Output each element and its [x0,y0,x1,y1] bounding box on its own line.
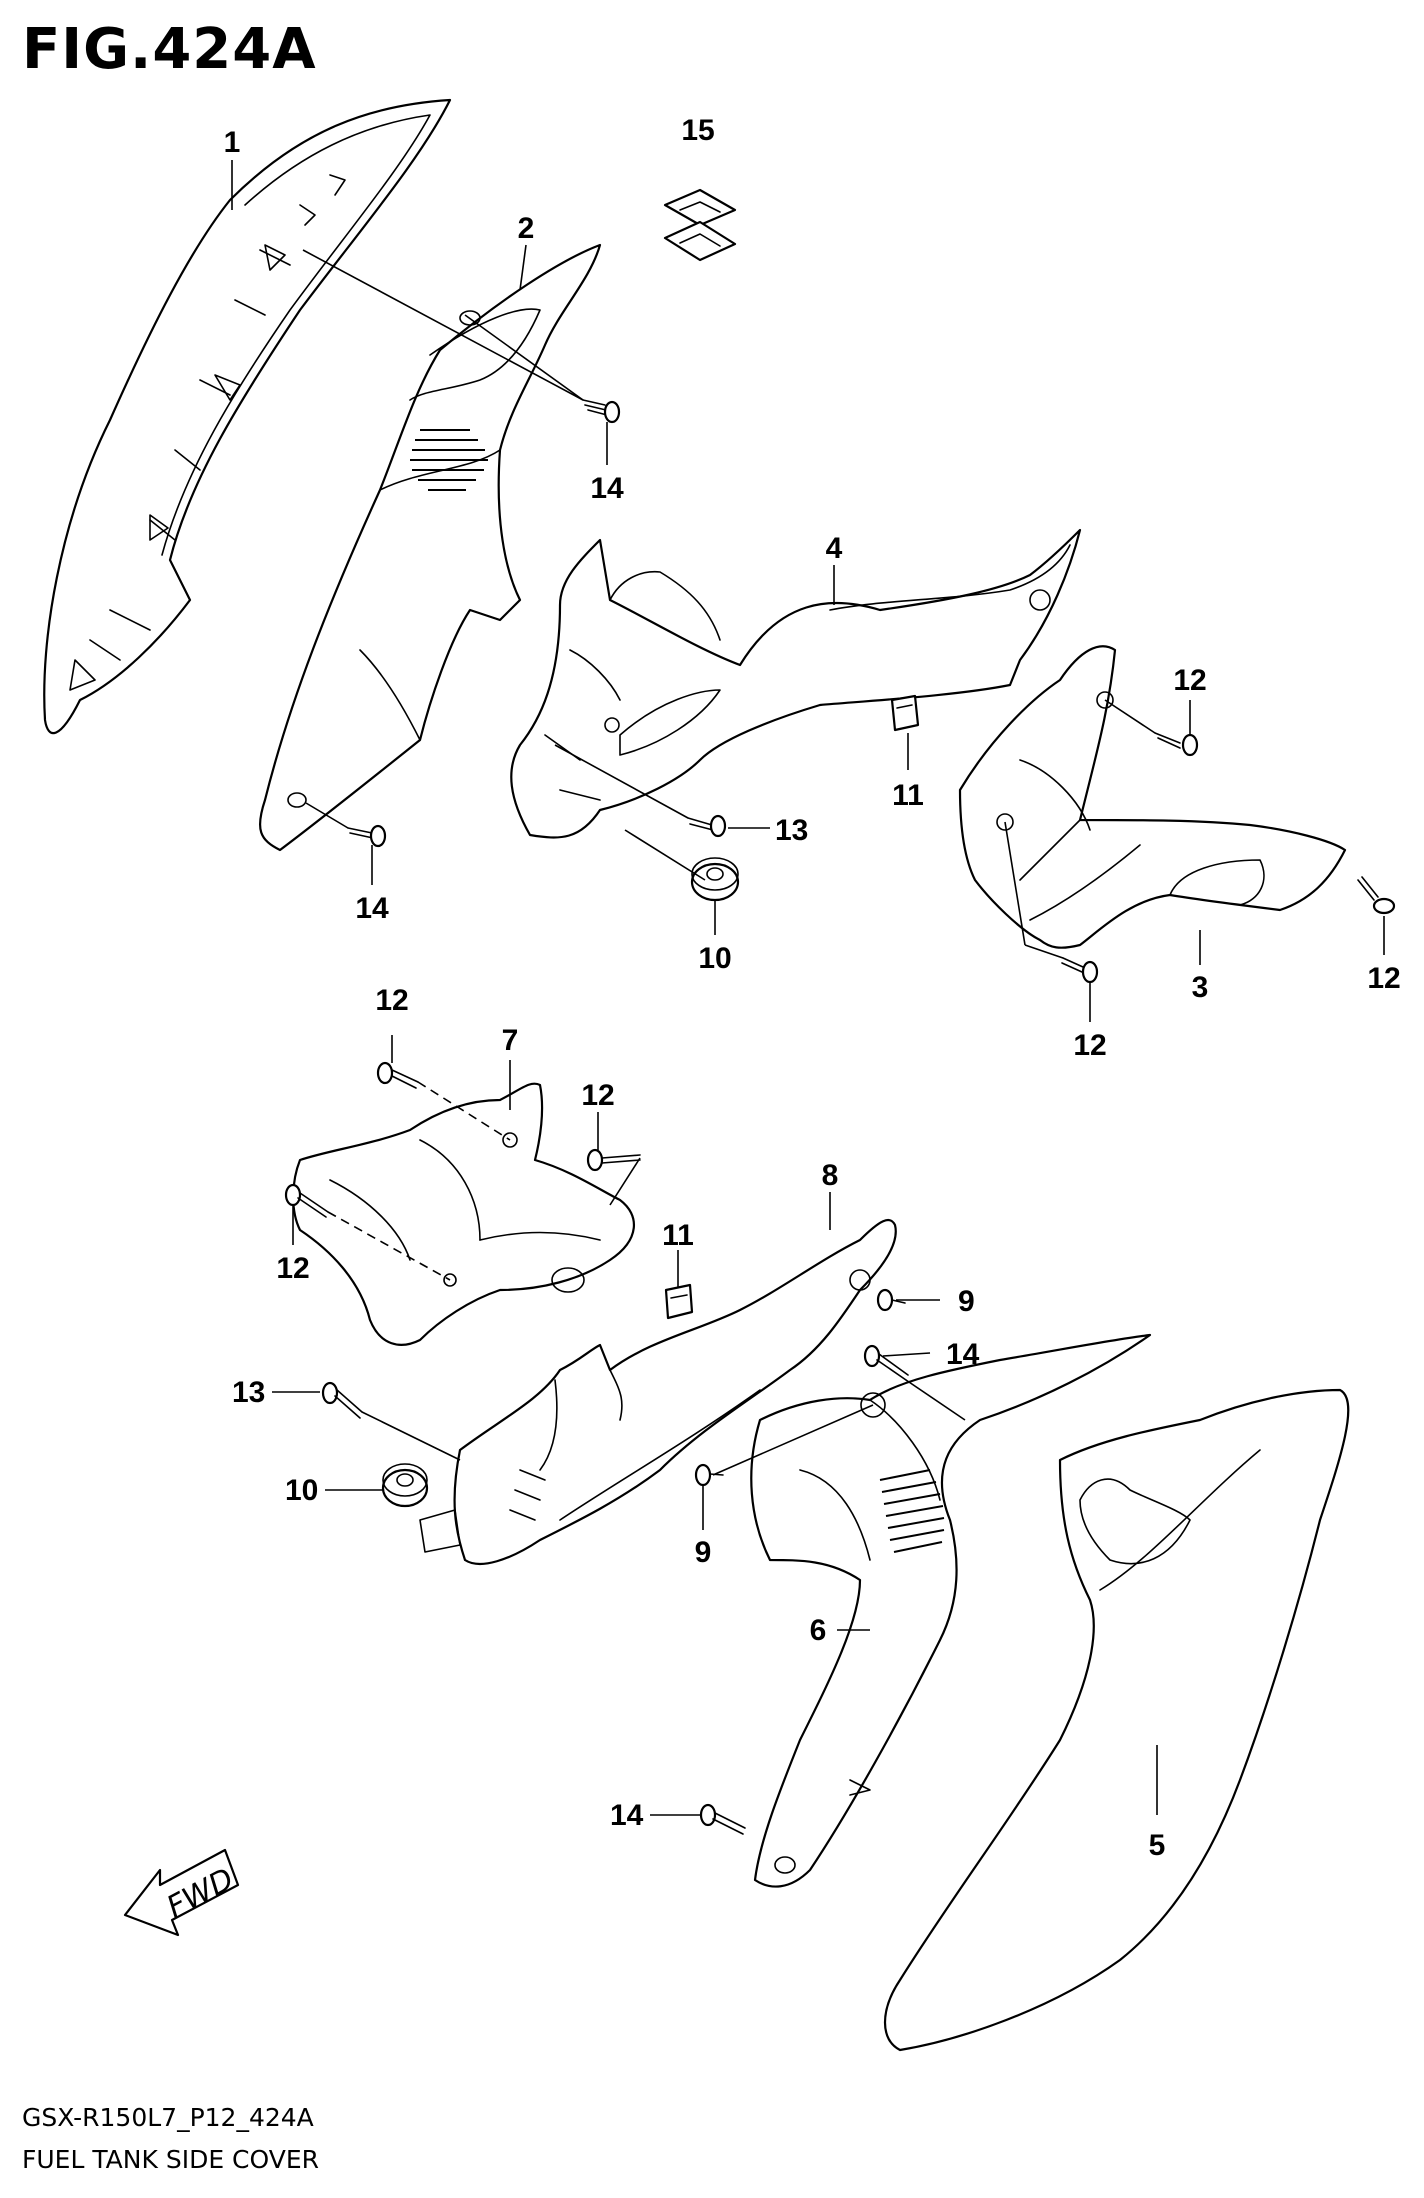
callout-11-lower: 11 [662,1219,694,1252]
screw-12-right-upper [1154,732,1199,757]
part-5-outer-cover [883,1388,1350,2052]
screw-14-upper [582,399,621,424]
callout-4: 4 [826,532,843,565]
figure-caption: FUEL TANK SIDE COVER [22,2145,319,2174]
callout-labels: 1 2 15 14 4 12 11 13 14 10 3 12 12 12 7 … [224,114,1401,1862]
part-11-clip-upper [890,694,920,732]
callout-12-right-lower: 12 [1073,1029,1106,1062]
part-7-lower-bracket [292,1082,635,1346]
callout-3: 3 [1192,971,1209,1004]
callout-10-lower: 10 [285,1474,318,1507]
callout-1: 1 [224,126,241,159]
callout-13-upper: 13 [775,814,808,847]
callout-9-upper: 9 [958,1285,975,1318]
part-2-front-cover [258,243,602,852]
screw-9-upper [876,1288,906,1312]
callout-10-upper: 10 [698,942,731,975]
callout-14-left: 14 [355,892,389,925]
part-6-rear-panel [750,1333,1152,1888]
figure-title: FIG.424A [22,17,317,82]
screw-13-upper [687,814,727,838]
callout-11-upper: 11 [892,779,924,812]
screw-13-lower [321,1381,363,1419]
callout-5: 5 [1149,1829,1166,1862]
part-4-upper-bracket [510,528,1082,839]
callout-12-lower-mid: 12 [581,1079,614,1112]
callout-14-bottom: 14 [610,1799,644,1832]
callout-8: 8 [822,1159,839,1192]
part-1-inner-panel [43,98,452,735]
callout-12-right-upper: 12 [1173,664,1206,697]
screw-12-lower-mid [586,1148,641,1172]
part-11-clip-lower [664,1283,694,1320]
callout-15: 15 [681,114,714,147]
screw-12-right-lower [1061,957,1099,984]
screw-12-far-right [1357,876,1396,915]
part-8-lower-frame [419,1218,897,1565]
callout-13-lower: 13 [232,1376,265,1409]
callout-9-lower: 9 [695,1536,712,1569]
callout-14-middle: 14 [946,1338,980,1371]
screw-12-lower-top [376,1061,419,1089]
screw-14-middle [863,1344,909,1381]
callout-12-lower-top: 12 [375,984,408,1017]
part-3-right-bracket [958,645,1347,949]
figure-code: GSX-R150L7_P12_424A [22,2103,314,2132]
callout-6: 6 [810,1614,827,1647]
callout-12-far-right: 12 [1367,962,1400,995]
screw-14-left [347,824,387,848]
part-10-grommet-lower [381,1463,429,1508]
fwd-arrow: FWD [123,1848,240,1937]
callout-7: 7 [502,1024,519,1057]
callout-14-upper: 14 [590,472,624,505]
part-10-grommet-upper [690,857,740,902]
screw-9-lower [694,1463,724,1487]
callout-2: 2 [518,212,535,245]
part-15-emblem [663,188,737,262]
leader-lines [231,160,1385,1816]
callout-12-lower-left: 12 [276,1252,309,1285]
screw-14-bottom [699,1803,746,1835]
